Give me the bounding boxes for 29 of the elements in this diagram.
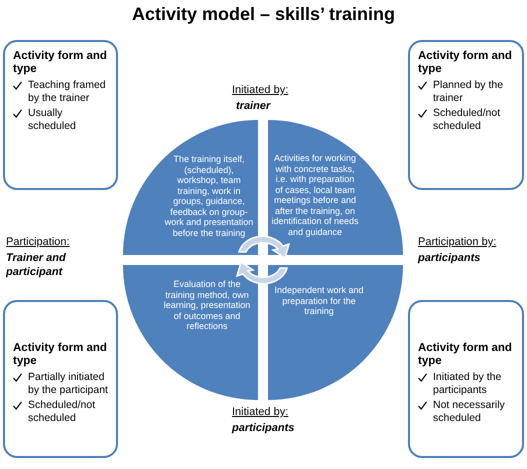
role-label: participants <box>418 251 482 265</box>
heading-label: Participation by: <box>418 236 498 248</box>
checklist-item: Teaching framed by the trainer <box>28 79 107 105</box>
text-box <box>408 300 524 458</box>
role-label: participants <box>232 421 296 435</box>
heading-label: Initiated by: <box>232 84 290 96</box>
text-box <box>408 40 524 190</box>
text-box <box>3 40 118 190</box>
segment-text: Activities for working with concrete tasks, i.e. with preparation of cases, local team meetings before and after the training, on identification of needs and guidance <box>271 153 359 237</box>
checklist-item: Planned by the trainer <box>433 79 504 105</box>
box-heading: Activity form and type <box>13 50 108 76</box>
checklist-item: Usually scheduled <box>28 107 77 133</box>
checklist-item: Partially initiated by the participant <box>28 371 109 397</box>
role-label: trainer <box>236 99 272 113</box>
title: Activity model – skills’ training <box>130 4 396 25</box>
role-label: Trainer and participant <box>6 251 67 279</box>
checklist-item: Not necessarily scheduled <box>433 399 506 425</box>
box-heading: Activity form and type <box>418 50 513 76</box>
heading-label: Initiated by: <box>232 406 290 418</box>
segment-text: Independent work and preparation for the training <box>273 285 365 316</box>
segment-text: Evaluation of the training method, own learning, presentation of outcomes and reflections <box>162 279 252 332</box>
text-box <box>3 300 118 458</box>
checklist-item: Scheduled/not scheduled <box>28 399 96 425</box>
segment-text: The training itself, (scheduled), workshop, team training, work in groups, guidance, feedback on group-work and presentation before the training <box>164 154 254 238</box>
box-heading: Activity form and type <box>418 342 513 368</box>
checklist-item: Scheduled/not scheduled <box>433 107 502 133</box>
heading-label: Participation: <box>6 236 71 248</box>
box-heading: Activity form and type <box>13 342 108 368</box>
checklist-item: Initiated by the participants <box>433 371 502 397</box>
